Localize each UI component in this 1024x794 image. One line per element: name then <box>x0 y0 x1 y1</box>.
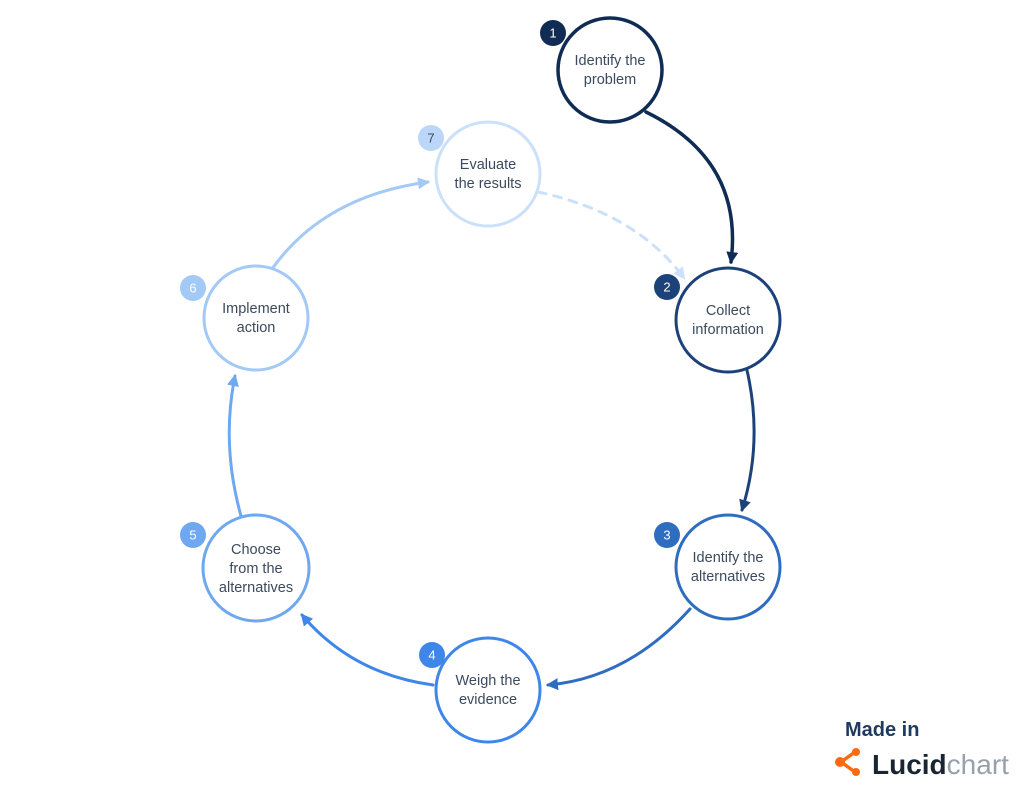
step-4-label-line2: evidence <box>459 692 517 708</box>
step-6-label-line2: action <box>237 320 276 336</box>
step-3-badge <box>654 522 680 548</box>
step-1-circle <box>556 16 664 124</box>
lucidchart-logo-icon <box>835 748 860 776</box>
step-5-circle <box>201 513 311 623</box>
step-7-label-line1: Evaluate <box>460 157 516 173</box>
arrow-2-to-3 <box>739 364 756 512</box>
attribution: Made in Lucidchart <box>835 719 1009 780</box>
arrow-3-to-4 <box>546 607 692 691</box>
step-2-badge <box>654 274 680 300</box>
step-1-badge-number: 1 <box>549 26 556 41</box>
step-5-label-line1: Choose <box>231 542 281 558</box>
step-1-label-line1: Identify the <box>575 53 646 69</box>
step-7-badge <box>418 125 444 151</box>
step-3-node: Identify the alternatives 3 <box>654 513 782 621</box>
arrow-1-to-2 <box>644 110 739 264</box>
step-6-label-line1: Implement <box>222 301 290 317</box>
step-5-badge <box>180 522 206 548</box>
step-6-badge-number: 6 <box>189 281 196 296</box>
step-5-label-line2: from the <box>229 561 282 577</box>
step-7-label-line2: the results <box>455 176 522 192</box>
arrow-6-to-7 <box>270 177 430 271</box>
step-6-node: Implement action 6 <box>180 264 310 372</box>
step-4-badge-number: 4 <box>428 648 435 663</box>
brand-wordmark-chart: chart <box>947 749 1009 780</box>
step-5-label-line3: alternatives <box>219 580 293 596</box>
logo-node-top <box>852 748 860 756</box>
step-2-circle <box>674 266 782 374</box>
logo-node-bottom <box>852 768 860 776</box>
arrow-5-to-6 <box>227 374 243 518</box>
step-3-circle <box>674 513 782 621</box>
step-7-badge-number: 7 <box>427 131 434 146</box>
made-in-label: Made in <box>845 719 919 741</box>
arrow-4-to-5 <box>300 613 435 687</box>
step-3-badge-number: 3 <box>663 528 670 543</box>
step-4-label-line1: Weigh the <box>455 673 520 689</box>
step-1-badge <box>540 20 566 46</box>
step-3-label-line2: alternatives <box>691 569 765 585</box>
step-2-badge-number: 2 <box>663 280 670 295</box>
step-7-circle <box>434 120 542 228</box>
step-6-circle <box>202 264 310 372</box>
step-4-node: Weigh the evidence 4 <box>419 636 542 744</box>
step-4-circle <box>434 636 542 744</box>
step-5-badge-number: 5 <box>189 528 196 543</box>
arrow-7-to-2-dashed <box>536 190 686 280</box>
step-6-badge <box>180 275 206 301</box>
step-2-label-line1: Collect <box>706 303 750 319</box>
brand-wordmark-lucid: Lucid <box>872 749 947 780</box>
step-1-node: Identify the problem 1 <box>540 16 664 124</box>
step-2-label-line2: information <box>692 322 764 338</box>
step-3-label-line1: Identify the <box>693 550 764 566</box>
logo-node-left <box>835 757 845 767</box>
step-1-label-line2: problem <box>584 72 636 88</box>
step-2-node: Collect information 2 <box>654 266 782 374</box>
step-7-node: Evaluate the results 7 <box>418 120 542 228</box>
step-4-badge <box>419 642 445 668</box>
step-5-node: Choose from the alternatives 5 <box>180 513 311 623</box>
brand-wordmark: Lucidchart <box>872 749 1009 780</box>
